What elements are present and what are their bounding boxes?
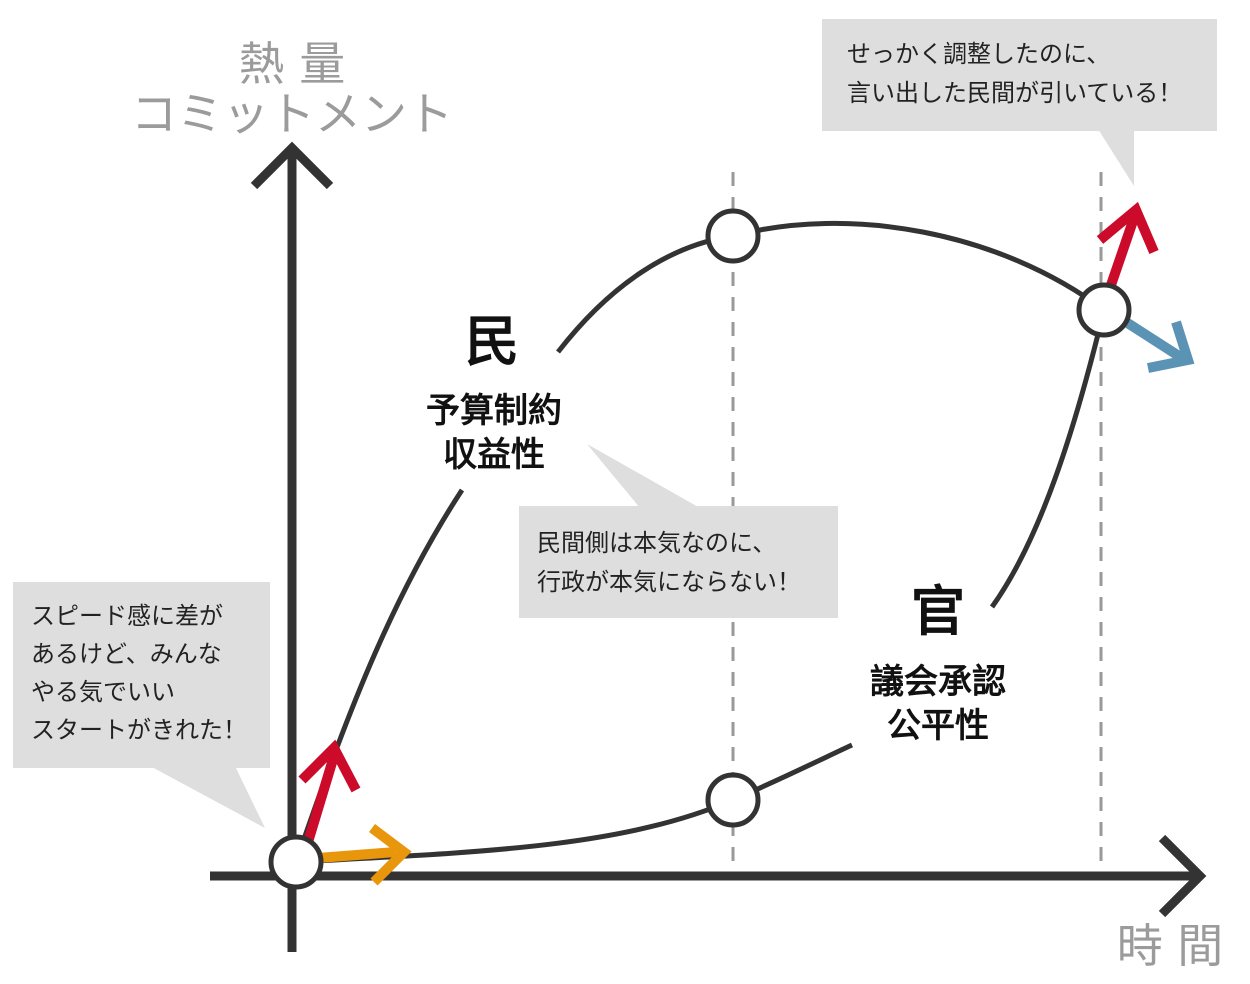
x-axis-arrowhead bbox=[1158, 834, 1207, 918]
y-axis-label-line2: コミットメント bbox=[131, 87, 453, 141]
milestone-private-middle bbox=[705, 208, 761, 264]
callout-end: せっかく調整したのに、 言い出した民間が引いている！ bbox=[822, 19, 1217, 186]
callout-middle-line2: 行政が本気にならない！ bbox=[537, 568, 801, 596]
private-end-arrow bbox=[1096, 201, 1159, 290]
private-start-arrow bbox=[298, 739, 361, 844]
public-title: 官 bbox=[911, 580, 965, 643]
y-axis-label-line1: 熱 量 bbox=[239, 37, 346, 91]
private-sub-line1: 予算制約 bbox=[426, 391, 562, 431]
private-title: 民 bbox=[465, 310, 519, 373]
public-sub-line1: 議会承認 bbox=[870, 662, 1006, 702]
private-sub-line2: 収益性 bbox=[443, 435, 545, 475]
callout-middle-line1: 民間側は本気なのに、 bbox=[537, 529, 776, 557]
public-end-arrow bbox=[1123, 317, 1195, 373]
callout-end-line2: 言い出した民間が引いている！ bbox=[847, 79, 1182, 107]
callout-start: スピード感に差が あるけど、みんな やる気でいい スタートがきれた！ bbox=[13, 582, 270, 828]
callout-middle: 民間側は本気なのに、 行政が本気にならない！ bbox=[519, 444, 838, 618]
private-curve-upper bbox=[556, 220, 1106, 354]
callout-start-line4: スタートがきれた！ bbox=[31, 716, 247, 744]
milestone-start bbox=[268, 834, 324, 890]
x-axis-label: 時 間 bbox=[1117, 919, 1224, 973]
public-curve-lower bbox=[295, 742, 854, 865]
callout-start-line2: あるけど、みんな bbox=[31, 640, 222, 668]
milestone-end bbox=[1076, 282, 1132, 338]
callout-start-line3: やる気でいい bbox=[31, 678, 175, 706]
public-start-arrow bbox=[317, 824, 412, 886]
milestone-public-middle bbox=[705, 772, 761, 828]
public-sub-line2: 公平性 bbox=[887, 706, 989, 746]
callout-start-line1: スピード感に差が bbox=[31, 602, 223, 630]
public-curve-upper bbox=[989, 309, 1107, 609]
callout-end-line1: せっかく調整したのに、 bbox=[847, 40, 1110, 68]
y-axis-arrowhead bbox=[250, 141, 334, 190]
